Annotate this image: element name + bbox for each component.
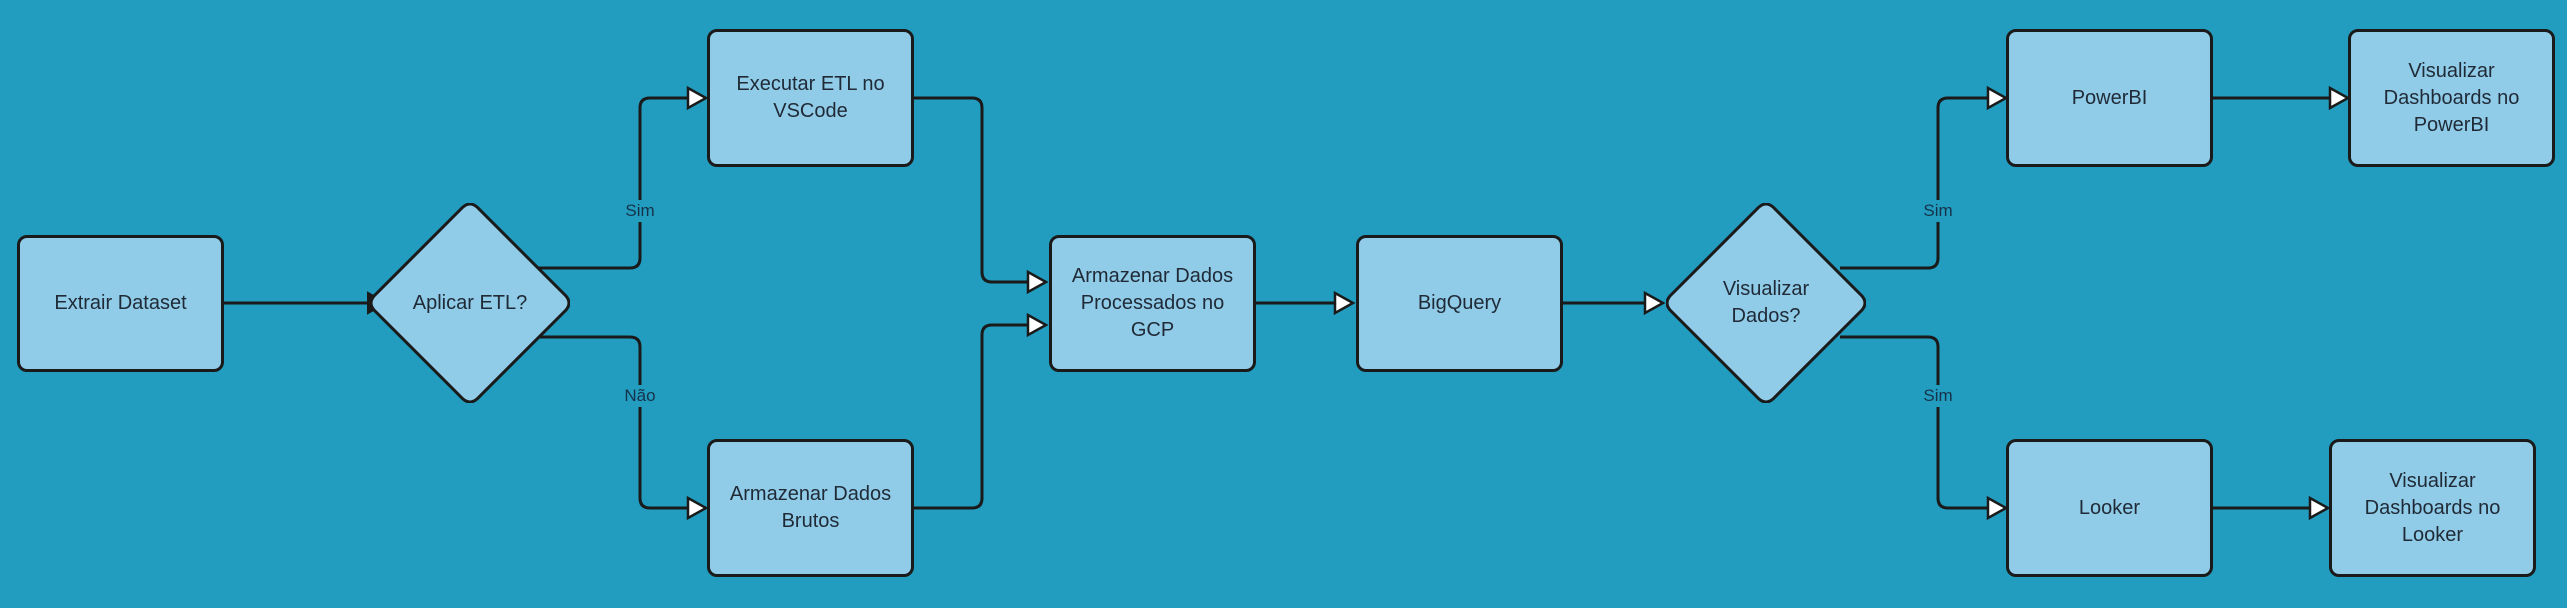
arrowhead-armazenar-brutos xyxy=(686,495,709,521)
node-executar-etl[interactable]: Executar ETL no VSCode xyxy=(707,29,914,167)
node-bigquery-label: BigQuery xyxy=(1417,292,1502,314)
decision-aplicar-etl-shape xyxy=(370,203,570,403)
edge-aplicar-etl-to-executar-etl xyxy=(538,96,690,270)
arrowhead-visualizar-dados xyxy=(1643,290,1666,316)
edge-label-etl-sim: Sim xyxy=(622,200,658,222)
node-armazenar-brutos[interactable]: Armazenar Dados Brutos xyxy=(707,439,914,577)
node-dashboards-looker-label: Visualizar Dashboards no Looker xyxy=(2364,469,2501,546)
node-dashboards-looker[interactable]: Visualizar Dashboards no Looker xyxy=(2329,439,2536,577)
node-looker-label: Looker xyxy=(2078,496,2141,519)
node-armazenar-brutos-label: Armazenar Dados Brutos xyxy=(729,483,892,532)
edge-visualizar-dados-to-powerbi xyxy=(1840,96,1990,270)
edge-visualizar-dados-to-looker xyxy=(1840,335,1990,510)
decision-visualizar-dados-shape xyxy=(1666,203,1866,403)
node-armazenar-processados-label: Armazenar Dados Processados no GCP xyxy=(1071,265,1234,341)
node-powerbi-label: PowerBI xyxy=(2071,86,2148,109)
node-extrair-dataset[interactable]: Extrair Dataset xyxy=(17,235,224,372)
node-powerbi[interactable]: PowerBI xyxy=(2006,29,2213,167)
decision-aplicar-etl-label: Aplicar ETL? xyxy=(412,291,528,314)
edge-executar-etl-to-armazenar-processados xyxy=(913,96,1030,284)
decision-aplicar-etl[interactable]: Aplicar ETL? xyxy=(370,203,570,403)
edge-label-viz-sim-looker: Sim xyxy=(1920,385,1956,407)
edge-armazenar-brutos-to-armazenar-processados xyxy=(913,323,1030,510)
node-bigquery[interactable]: BigQuery xyxy=(1356,235,1563,372)
arrowhead-processados-top xyxy=(1026,269,1049,295)
arrowhead-powerbi xyxy=(1986,85,2009,111)
arrowhead-bigquery xyxy=(1333,290,1356,316)
arrowhead-executar-etl xyxy=(686,85,709,111)
arrowhead-processados-bottom xyxy=(1026,312,1049,338)
decision-visualizar-dados-label: Visualizar Dados? xyxy=(1722,278,1810,327)
node-executar-etl-label: Executar ETL no VSCode xyxy=(736,73,885,122)
node-dashboards-powerbi[interactable]: Visualizar Dashboards no PowerBI xyxy=(2348,29,2555,167)
arrowhead-looker xyxy=(1986,495,2009,521)
edge-label-viz-sim-powerbi: Sim xyxy=(1920,200,1956,222)
node-extrair-dataset-label: Extrair Dataset xyxy=(54,292,187,314)
arrowhead-dash-powerbi xyxy=(2328,85,2351,111)
edge-aplicar-etl-to-armazenar-brutos xyxy=(538,335,690,510)
node-looker[interactable]: Looker xyxy=(2006,439,2213,577)
node-dashboards-powerbi-label: Visualizar Dashboards no PowerBI xyxy=(2383,59,2520,136)
node-armazenar-processados[interactable]: Armazenar Dados Processados no GCP xyxy=(1049,235,1256,372)
arrowhead-dash-looker xyxy=(2308,495,2331,521)
decision-visualizar-dados[interactable]: Visualizar Dados? xyxy=(1666,203,1866,403)
edge-label-etl-nao: Não xyxy=(621,385,659,407)
